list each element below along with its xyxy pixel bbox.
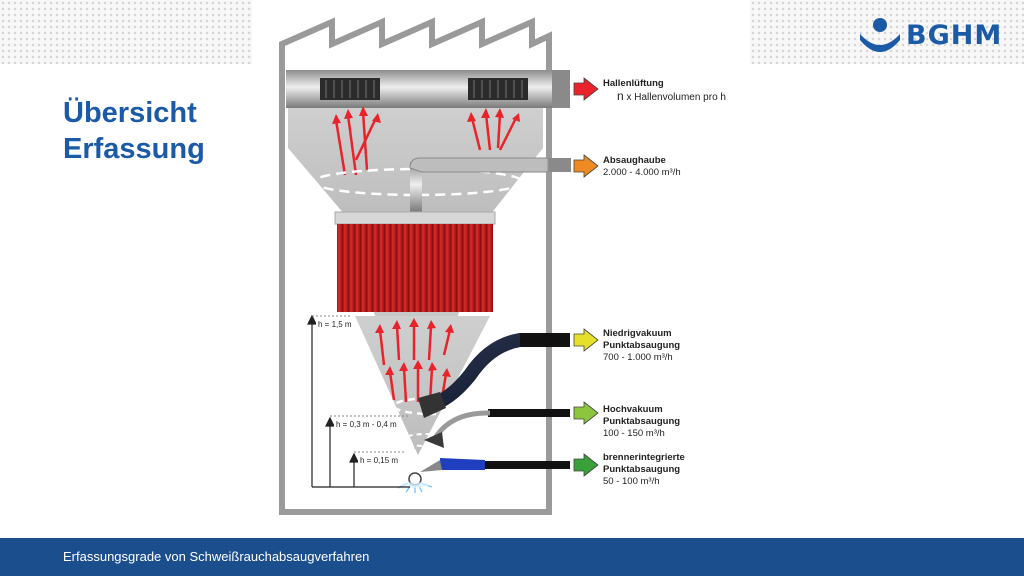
niedrigvakuum-arrow [573, 328, 599, 352]
slide-title-line1: Übersicht [63, 97, 197, 129]
hall-air-arrowheads [332, 106, 520, 124]
hochvakuum-capture-ellipse [402, 433, 448, 447]
footer-text: Erfassungsgrade von Schweißrauchabsaugve… [63, 549, 370, 564]
hochvakuum-pipe [488, 409, 570, 417]
hallenlueftung-title: Hallenlüftung [603, 78, 664, 89]
absaughaube-value: 2.000 - 4.000 m³/h [603, 167, 681, 178]
label-hallenlueftung: Hallenlüftung n x Hallenvolumen pro h [603, 78, 726, 104]
hochvakuum-value: 100 - 150 m³/h [603, 428, 665, 439]
absaughaube-title: Absaughaube [603, 155, 666, 166]
bghm-logo: BGHM [858, 16, 1001, 56]
brenner-title1: brennerintegrierte [603, 452, 685, 463]
height-label-0-15m: h = 0,15 m [358, 456, 401, 465]
lower-flow-arrowheads [375, 318, 454, 377]
height-label-1-5m: h = 1,5 m [316, 320, 354, 329]
welding-torch-tip [420, 460, 442, 472]
hochvakuum-nozzle [424, 432, 444, 448]
label-absaughaube: Absaughaube 2.000 - 4.000 m³/h [603, 155, 681, 179]
hochvakuum-arrow [573, 401, 599, 425]
niedrigvakuum-title2: Punktabsaugung [603, 340, 681, 351]
hallenlueftung-value: n x Hallenvolumen pro h [617, 89, 726, 103]
logo-text: BGHM [906, 20, 1003, 51]
extraction-hood [337, 224, 493, 312]
brenner-value: 50 - 100 m³/h [603, 476, 660, 487]
lower-flow-arrows [378, 324, 452, 403]
slide-title-line2: Erfassung [63, 133, 205, 165]
hood-horizontal-pipe [409, 157, 549, 173]
hochvakuum-title2: Punktabsaugung [603, 416, 681, 427]
footer-bar: Erfassungsgrade von Schweißrauchabsaugve… [0, 538, 1024, 576]
outflow-arrows [573, 77, 599, 477]
welding-torch-handle [440, 458, 485, 470]
brenner-title2: Punktabsaugung [603, 464, 681, 475]
niedrigvakuum-nozzle [418, 392, 446, 418]
niedrigvakuum-title1: Niedrigvakuum [603, 328, 672, 339]
slide-title: Übersicht Erfassung [63, 95, 205, 167]
hallenlueftung-arrow [573, 77, 599, 101]
height-dotted-lines [312, 315, 410, 453]
brenner-arrow [573, 453, 599, 477]
absaughaube-arrow [573, 154, 599, 178]
bghm-emblem-icon [860, 18, 900, 52]
duct-outlet [552, 70, 570, 108]
niedrigvakuum-value: 700 - 1.000 m³/h [603, 352, 673, 363]
label-brenner: brennerintegrierte Punktabsaugung 50 - 1… [603, 452, 685, 488]
niedrigvakuum-hose [423, 333, 562, 412]
hood-riser-pipe [410, 162, 422, 212]
lower-capture-cone [355, 316, 490, 455]
height-label-0-3m: h = 0,3 m - 0,4 m [334, 420, 399, 429]
niedrigvakuum-pipe [520, 333, 570, 347]
hall-air-flow-arrows [334, 111, 518, 176]
hood-duct [409, 157, 571, 212]
label-niedrigvakuum: Niedrigvakuum Punktabsaugung 700 - 1.000… [603, 328, 680, 364]
hood-pipe-outlet [549, 158, 571, 172]
height-markers [307, 314, 410, 488]
label-hochvakuum: Hochvakuum Punktabsaugung 100 - 150 m³/h [603, 404, 680, 440]
dotted-header-left [0, 0, 252, 64]
dotted-header-right [750, 0, 1024, 64]
hood-top-rim [334, 211, 496, 225]
brenner-pipe [485, 461, 570, 469]
hochvakuum-title1: Hochvakuum [603, 404, 663, 415]
ventilation-duct [286, 70, 570, 108]
